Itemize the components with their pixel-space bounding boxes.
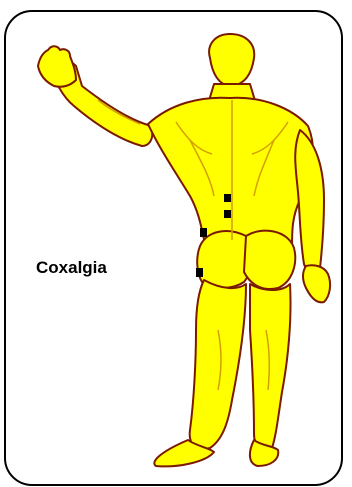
condition-label: Coxalgia (36, 258, 107, 278)
acupoint-marker-icon (196, 268, 203, 277)
acupoint-marker-icon (224, 194, 231, 202)
body-figure (38, 34, 330, 466)
acupoint-marker-icon (200, 228, 207, 237)
acupoint-marker-icon (224, 210, 231, 218)
